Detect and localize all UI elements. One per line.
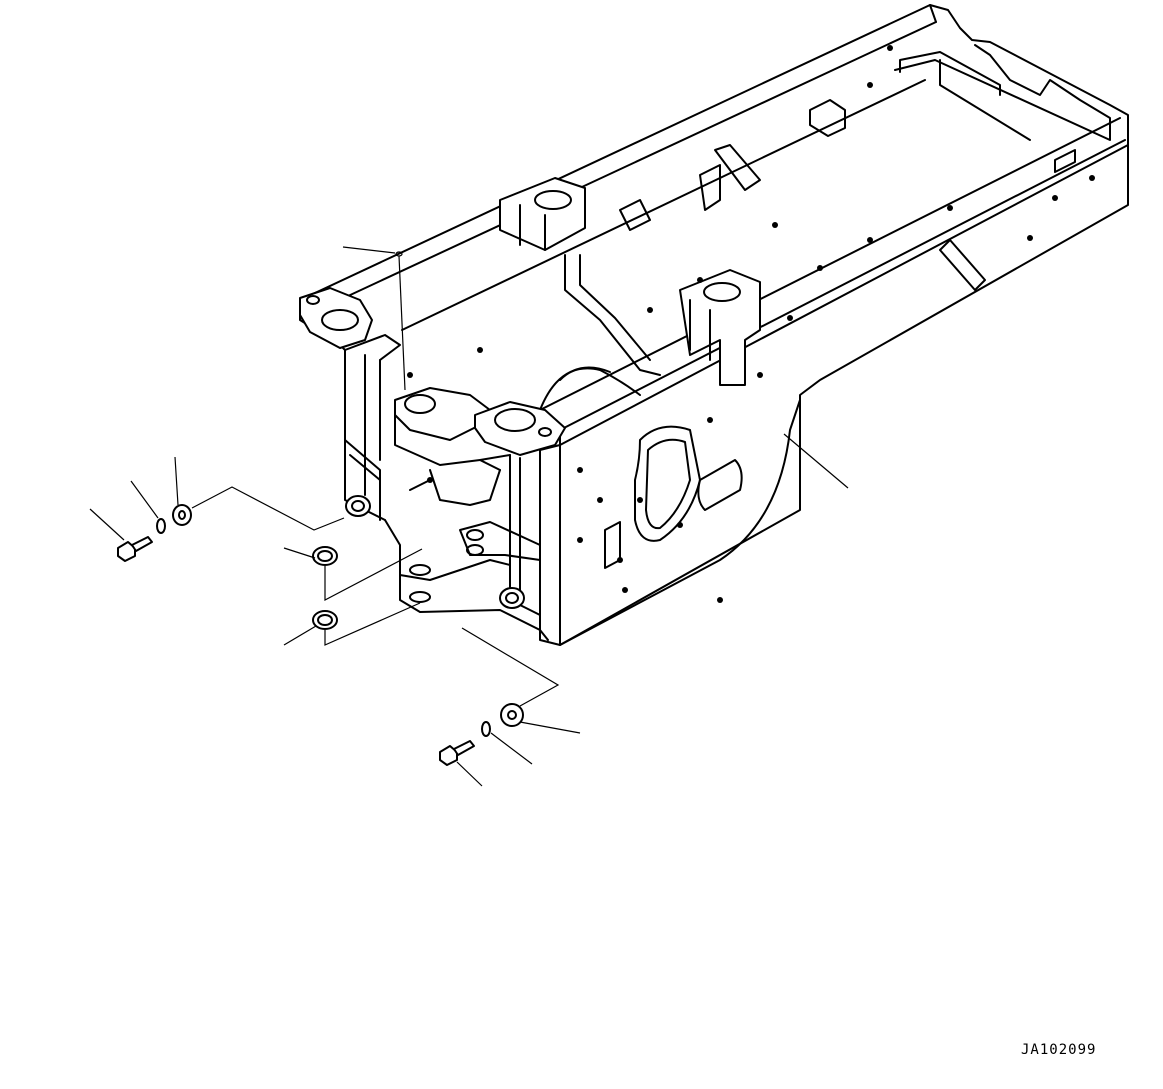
- bolt-left: [117, 536, 153, 562]
- seal-ring-lower: [312, 610, 338, 630]
- bushing-left: [172, 504, 192, 526]
- washer-left: [156, 518, 166, 534]
- main-frame: [299, 4, 1129, 646]
- washer-lower: [481, 721, 491, 737]
- leader-lines: [89, 246, 849, 787]
- rivet-dots: [407, 45, 1095, 603]
- bolt-lower: [439, 740, 475, 766]
- lower-fastener-group: [439, 703, 524, 766]
- seal-ring-upper: [312, 546, 338, 566]
- drawing-code: JA102099: [1021, 1042, 1097, 1058]
- left-fastener-group: [117, 504, 338, 630]
- bushing-lower: [500, 703, 524, 727]
